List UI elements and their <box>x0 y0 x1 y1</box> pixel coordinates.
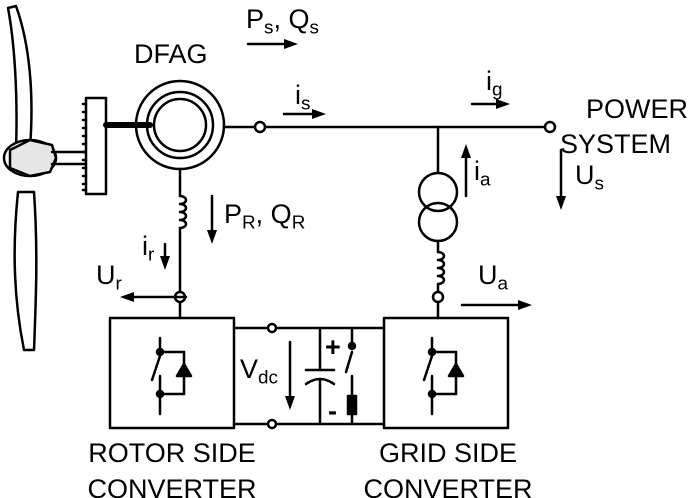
converter-voltage-arrow <box>460 300 532 310</box>
power-system-label: POWER SYSTEM <box>560 96 688 158</box>
dc-voltage-label: Vdc <box>240 354 278 389</box>
stator-current-arrow <box>282 109 326 119</box>
stator-current-label: is <box>295 80 311 115</box>
dc-minus-sign: - <box>328 396 337 426</box>
converter-voltage-label: Ua <box>478 260 509 295</box>
rotor-side-converter-line2: CONVERTER <box>87 474 257 498</box>
rotor-side-converter-box <box>108 316 236 430</box>
rotor-current-label: ir <box>142 231 155 266</box>
stator-power-arrow <box>246 39 298 49</box>
stator-power-label: Ps, Qs <box>246 4 319 39</box>
system-voltage-arrow <box>556 148 566 210</box>
system-voltage-label: Us <box>575 160 604 195</box>
dc-voltage-arrow <box>285 340 295 410</box>
power-system-line1: POWER <box>586 94 689 124</box>
grid-side-converter-line2: CONVERTER <box>363 474 533 498</box>
hub-nose <box>8 138 58 178</box>
converter-current-arrow <box>461 144 471 198</box>
wind-turbine <box>2 4 153 352</box>
rotor-power-label: PR, QR <box>224 199 306 234</box>
rotor-voltage-arrow <box>120 292 188 302</box>
dc-plus-sign: + <box>325 332 341 362</box>
rotor-side-converter-line1: ROTOR SIDE <box>88 438 256 468</box>
lower-blade <box>13 190 38 352</box>
rotor-current-arrow <box>160 242 170 270</box>
rotor-power-arrow <box>207 194 217 244</box>
grid-current-arrow <box>470 99 510 109</box>
upper-blade <box>6 4 33 152</box>
grid-side-converter-box <box>382 316 510 430</box>
generator-label: DFAG <box>134 39 208 69</box>
grid-side-converter-label: GRID SIDE CONVERTER <box>362 440 534 498</box>
grid-side-converter-line1: GRID SIDE <box>378 438 518 468</box>
power-system-line2: SYSTEM <box>560 129 672 159</box>
converter-current-label: ia <box>474 156 491 191</box>
gearbox <box>84 96 108 196</box>
grid-current-label: ig <box>486 66 503 101</box>
rotor-voltage-label: Ur <box>96 260 122 295</box>
rotor-side-converter-label: ROTOR SIDE CONVERTER <box>86 440 258 498</box>
